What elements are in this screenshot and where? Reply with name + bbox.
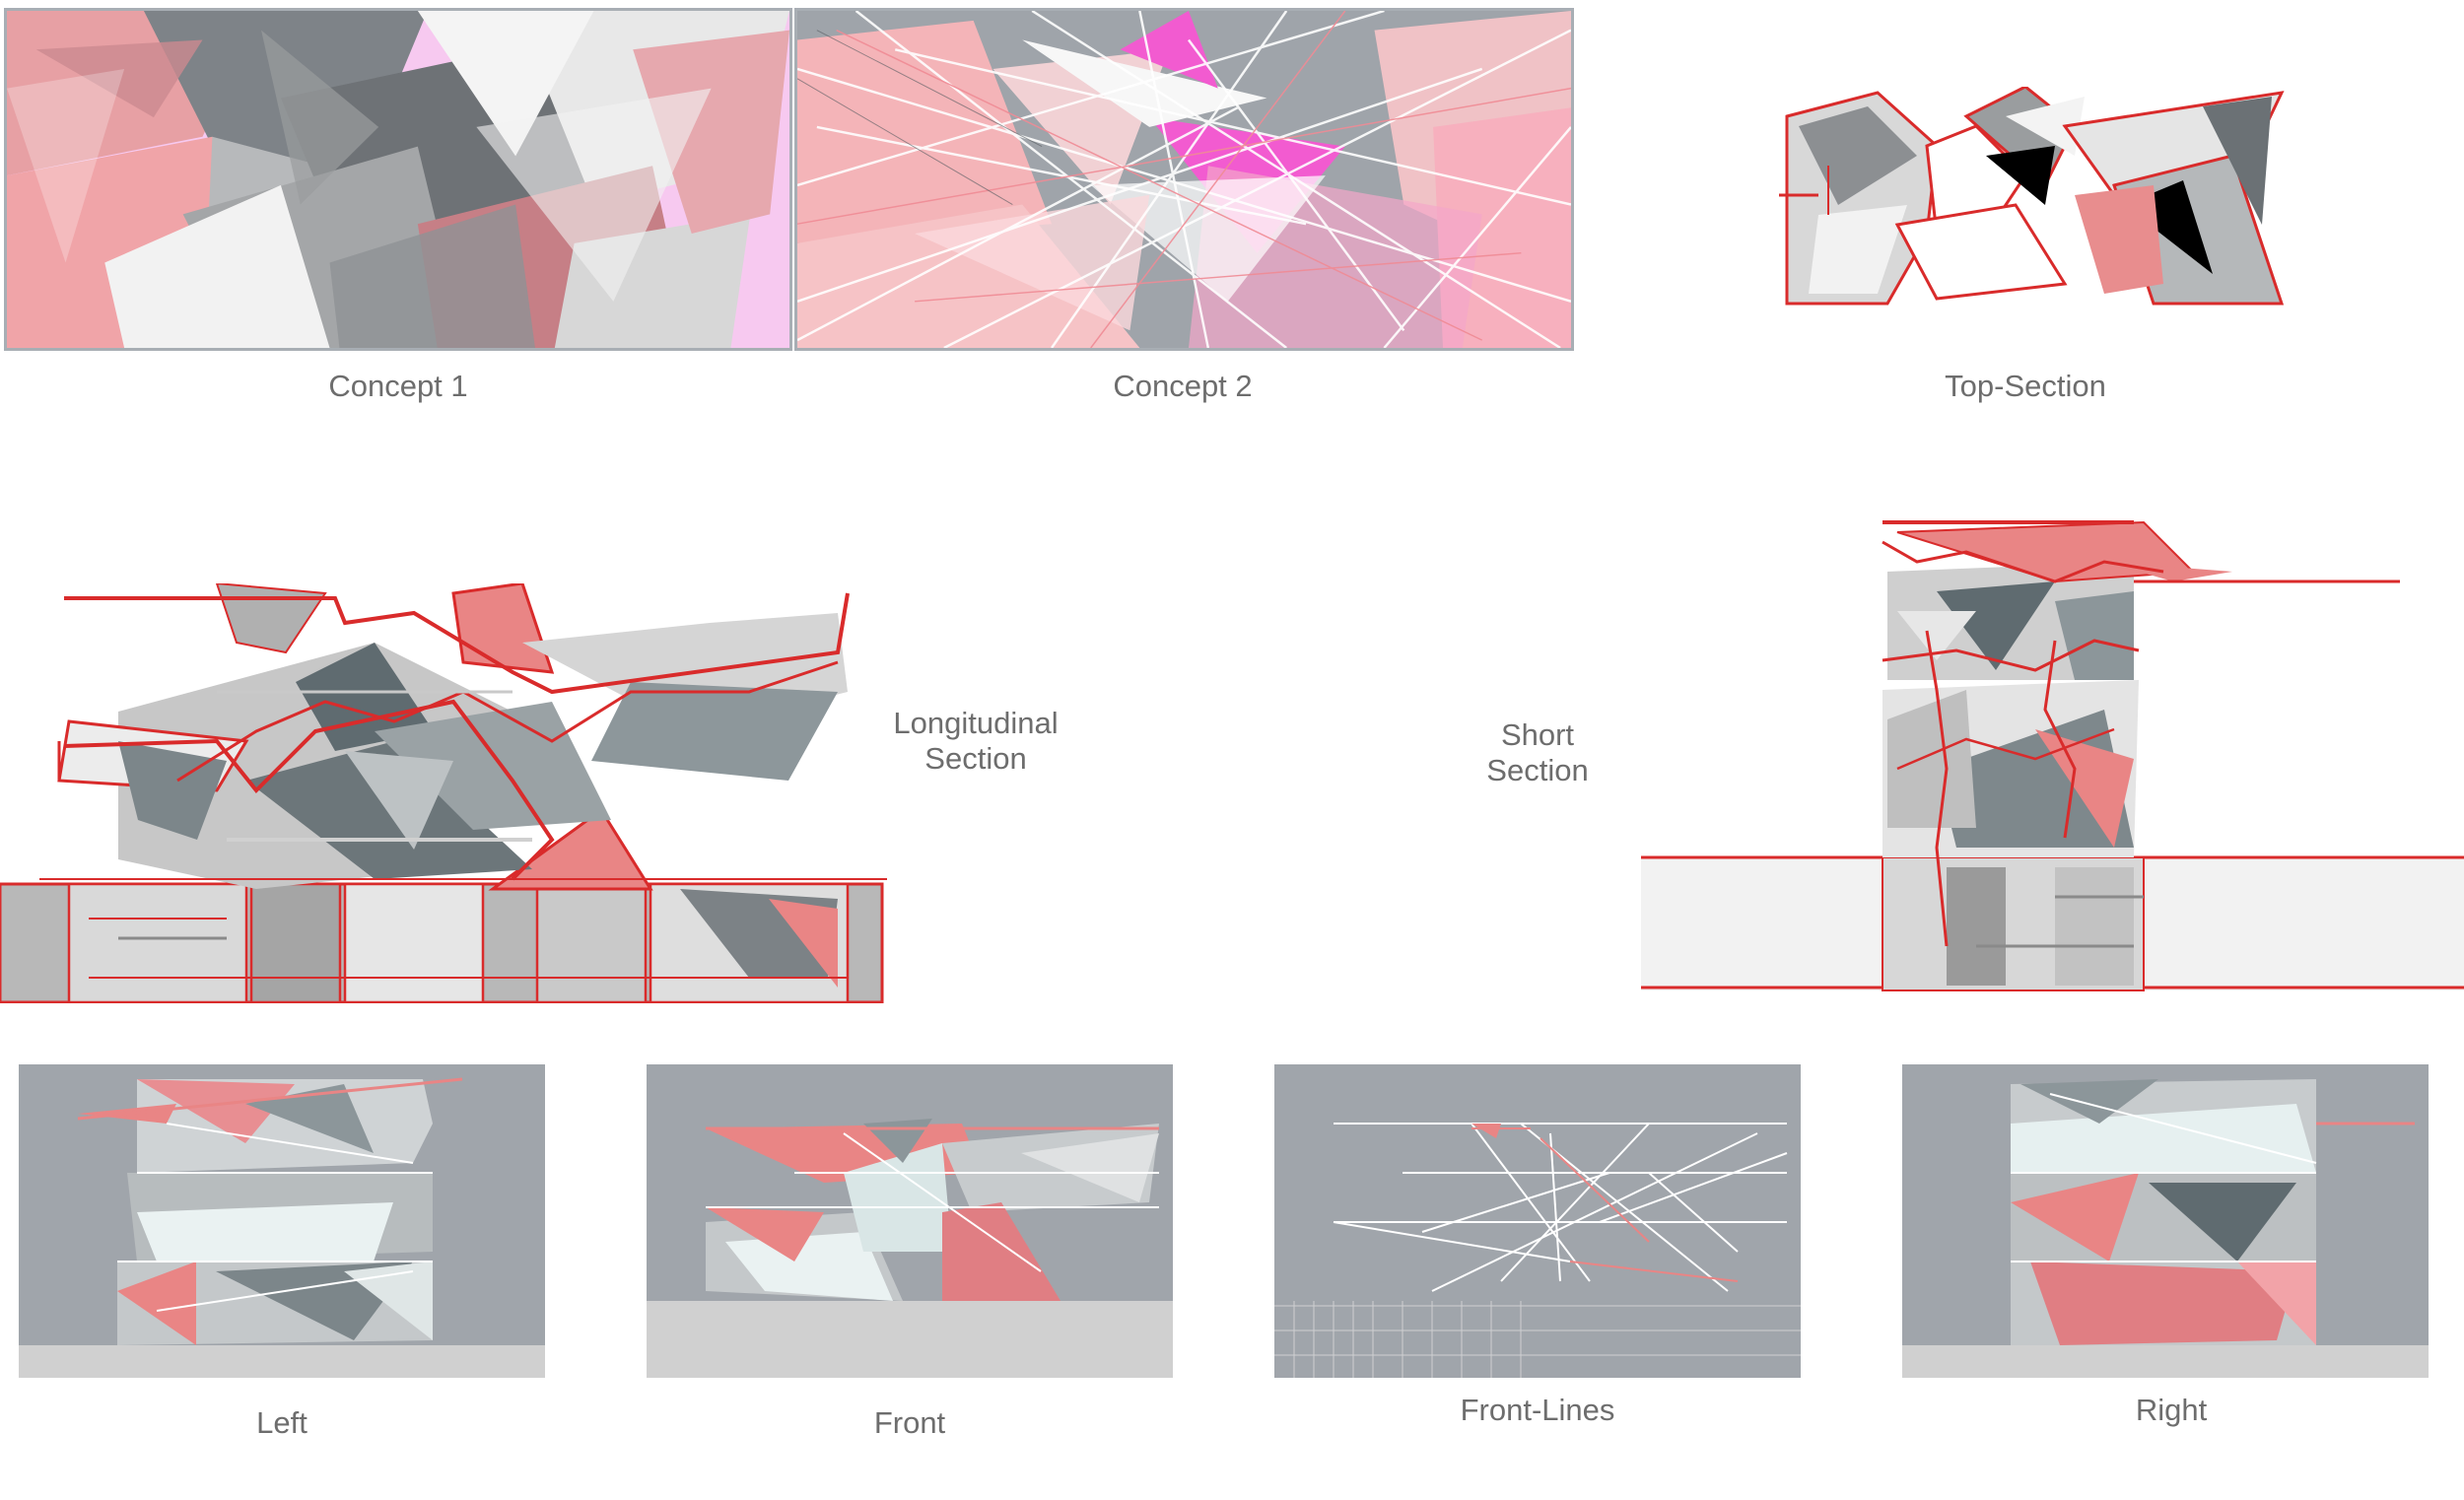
concept1-panel xyxy=(4,8,792,351)
short-section-panel xyxy=(1641,512,2464,991)
front-label: Front xyxy=(873,1405,946,1440)
short-label-line2: Section xyxy=(1486,753,1589,787)
concept2-label: Concept 2 xyxy=(1113,369,1253,403)
left-label: Left xyxy=(256,1405,308,1440)
longitudinal-section-drawing xyxy=(0,583,887,1003)
front-lines-drawing xyxy=(1274,1064,1801,1378)
longitudinal-section-label: Longitudinal Section xyxy=(848,706,1104,777)
top-section-panel xyxy=(1779,87,2287,313)
top-section-drawing xyxy=(1779,87,2285,306)
right-elevation-drawing xyxy=(1902,1064,2429,1378)
longitudinal-section-panel xyxy=(0,583,887,1003)
right-elevation-panel xyxy=(1902,1064,2429,1378)
short-section-drawing xyxy=(1641,520,2464,991)
concept1-label: Concept 1 xyxy=(328,369,468,403)
short-section-label: Short Section xyxy=(1429,717,1646,788)
left-elevation-drawing xyxy=(19,1064,545,1378)
right-label: Right xyxy=(2135,1393,2208,1427)
concept1-drawing xyxy=(7,11,789,348)
front-lines-label: Front-Lines xyxy=(1460,1393,1615,1427)
longitudinal-label-line1: Longitudinal xyxy=(893,706,1059,740)
front-elevation-drawing xyxy=(647,1064,1173,1378)
left-elevation-panel xyxy=(19,1064,545,1378)
front-elevation-panel xyxy=(647,1064,1173,1378)
short-label-line1: Short xyxy=(1500,717,1575,752)
top-section-label: Top-Section xyxy=(1945,369,2106,403)
longitudinal-label-line2: Section xyxy=(924,741,1027,776)
front-lines-panel xyxy=(1274,1064,1801,1378)
concept2-panel xyxy=(794,8,1574,351)
concept2-drawing xyxy=(797,11,1571,348)
